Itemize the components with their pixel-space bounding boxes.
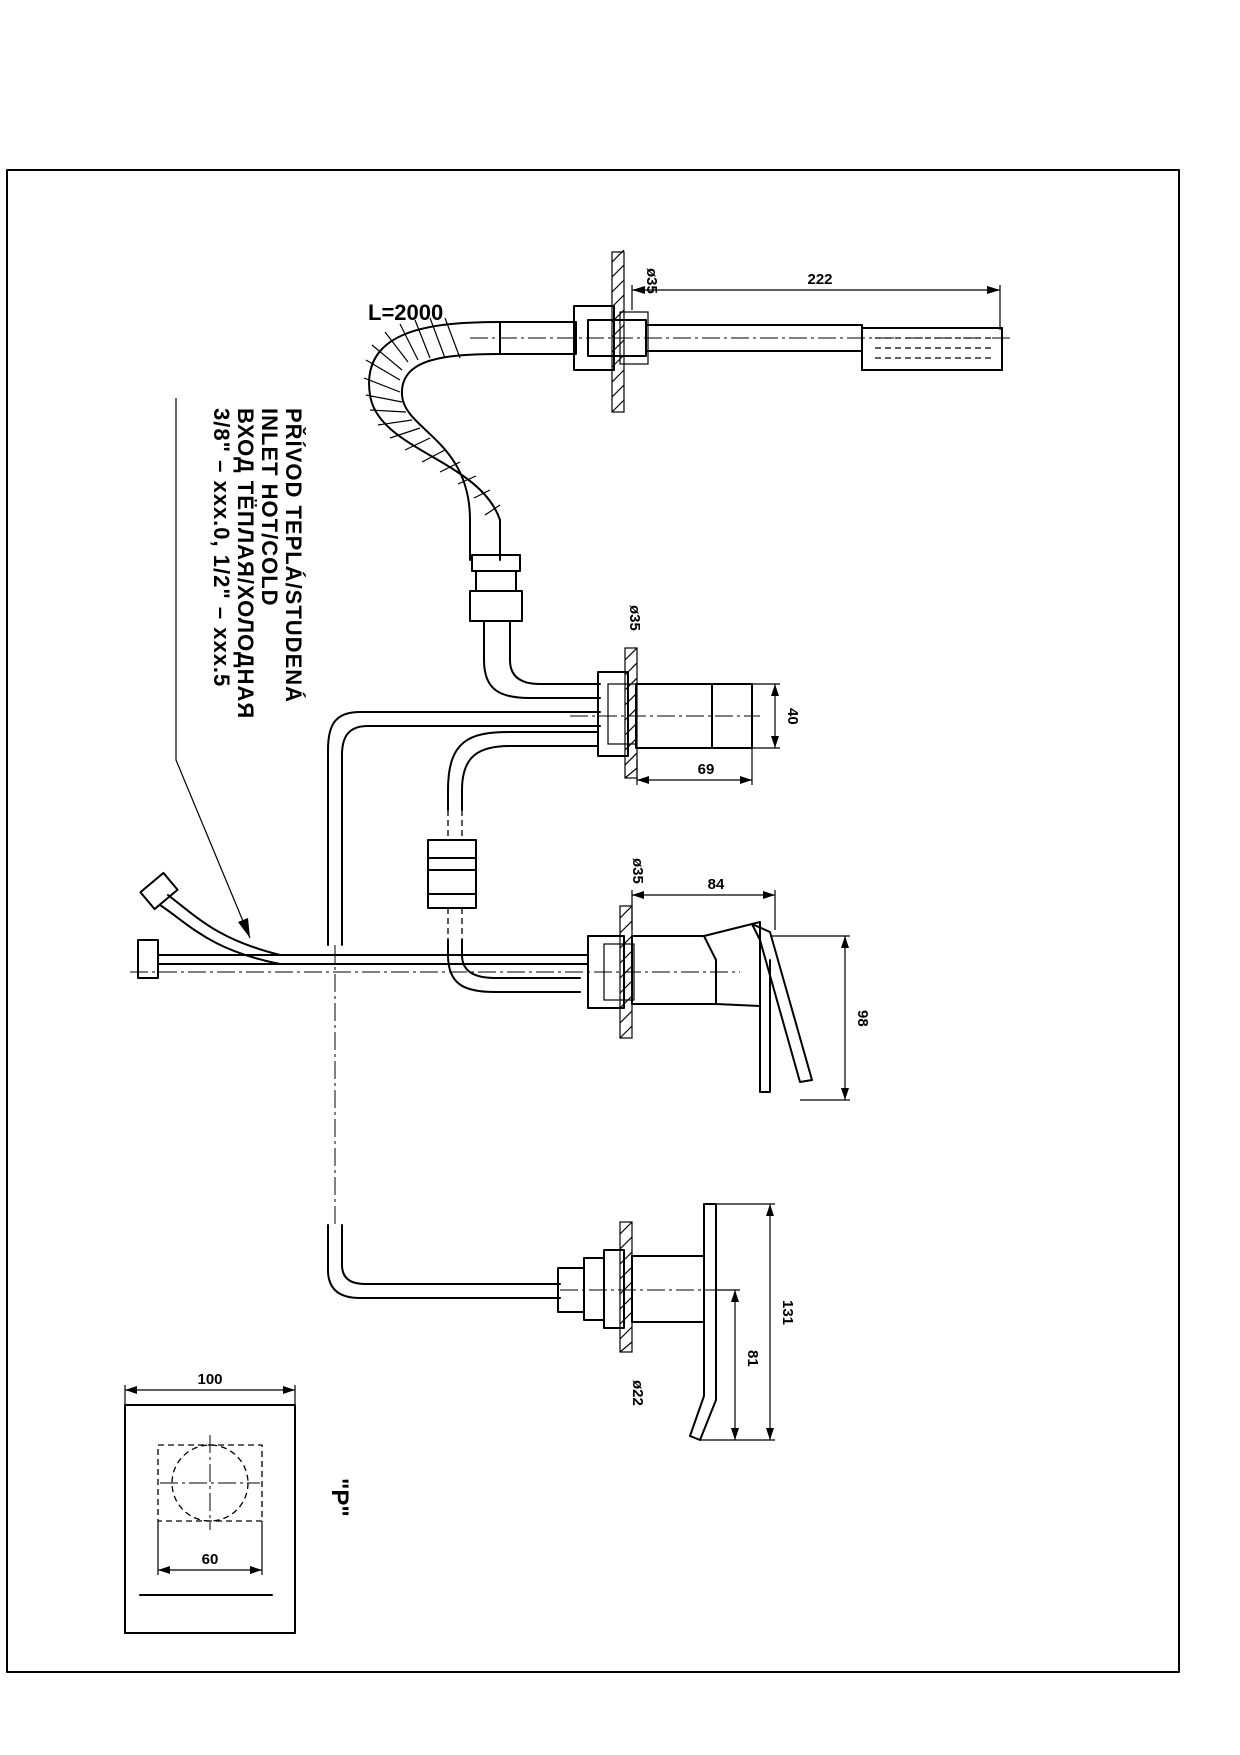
dim-plate-hole: 60 [202, 1551, 219, 1568]
dim-mixer-length: 84 [708, 876, 725, 893]
dim-hand-shower-length: 222 [807, 271, 832, 288]
hand-shower: 222 ø35 [470, 249, 1010, 413]
note-line-3: ВХОД ТЁПЛАЯ/ХОЛОДНАЯ [233, 408, 258, 719]
supply-pipes [327, 711, 601, 993]
dim-mixer-height: 98 [854, 1010, 871, 1027]
note-line-4: 3/8" – xxx.0, 1/2" – xxx.5 [209, 408, 234, 687]
note-line-2: INLET HOT/COLD [257, 408, 282, 607]
dim-diverter-total-height: 131 [779, 1300, 796, 1325]
leader-arrow [175, 398, 251, 939]
dim-outlet-length: 69 [698, 761, 715, 778]
dim-outlet-diameter: ø35 [626, 605, 643, 631]
dim-plate-width: 100 [197, 1371, 222, 1388]
mixer-valve: 84 98 ø35 [130, 858, 871, 1101]
note-line-1: PŘÍVOD TEPLÁ/STUDENÁ [281, 408, 306, 703]
dim-mixer-diameter: ø35 [629, 858, 646, 884]
flexible-hose [363, 317, 601, 699]
dim-diverter-diameter: ø22 [629, 1380, 646, 1406]
wall-outlet: 40 69 ø35 [570, 605, 801, 785]
diverter-valve: 131 81 ø22 [327, 1203, 796, 1441]
hose-length-label: L=2000 [368, 300, 443, 325]
drawing-frame [6, 169, 1180, 1673]
inlet-connections [137, 871, 589, 1225]
dim-hand-shower-diameter: ø35 [643, 268, 660, 294]
view-label: "P" [326, 1478, 353, 1517]
dim-outlet-height: 40 [784, 708, 801, 725]
cover-plate-view: 100 60 [124, 1371, 296, 1634]
inlet-note: PŘÍVOD TEPLÁ/STUDENÁ INLET HOT/COLD ВХОД… [209, 408, 306, 719]
dim-diverter-lever-height: 81 [744, 1350, 761, 1367]
